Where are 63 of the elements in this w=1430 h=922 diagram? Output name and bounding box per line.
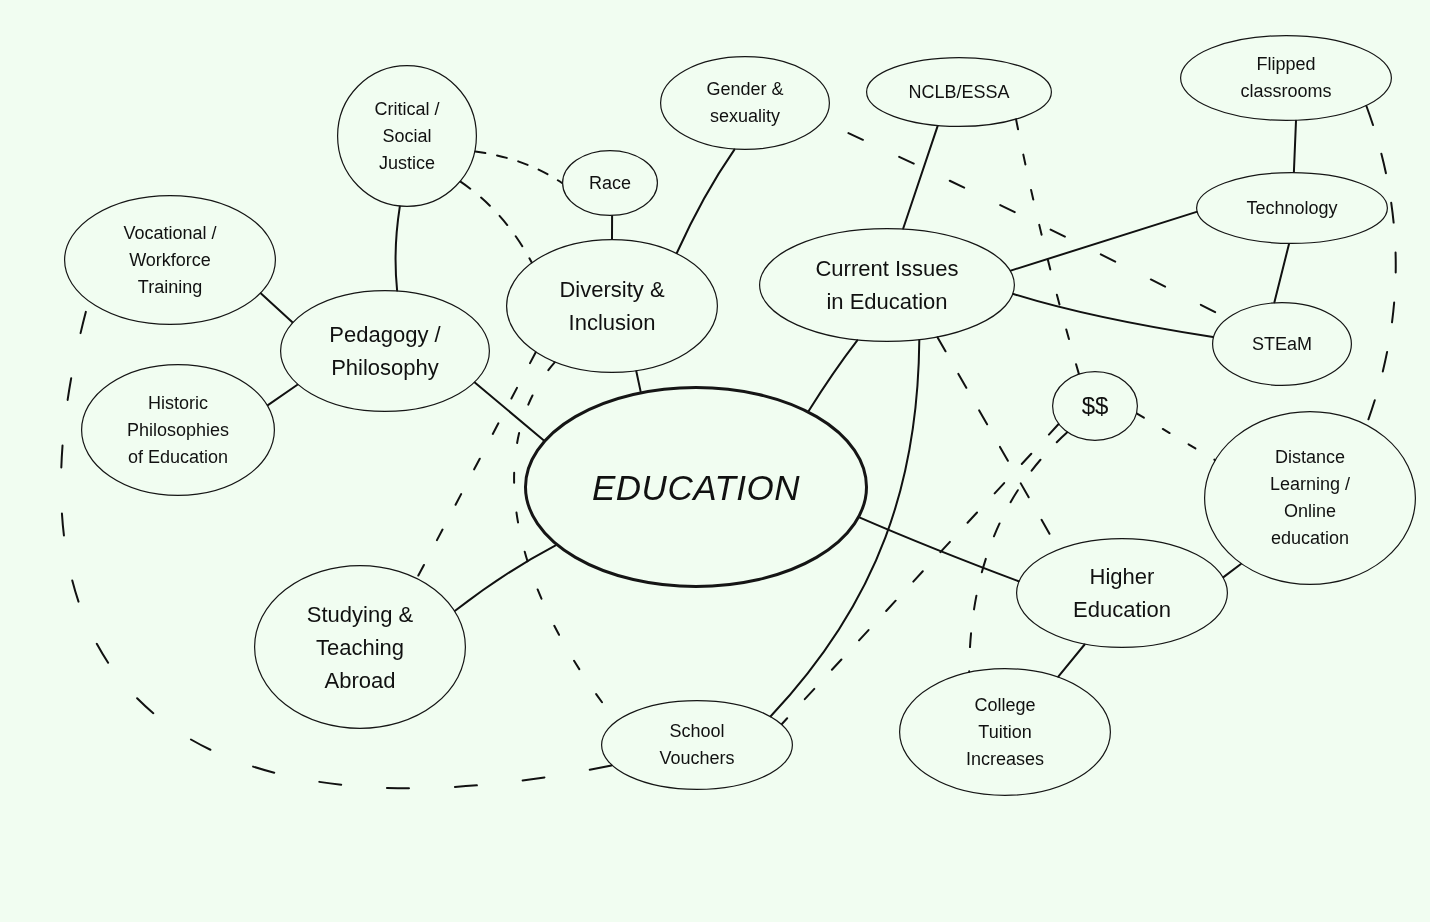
topic-label: Technology [1246, 196, 1338, 220]
topic-ellipse [759, 228, 1015, 342]
connector-line [454, 544, 557, 612]
connector-line [1009, 210, 1198, 272]
topic-label: Historic Philosophies of Education [125, 391, 231, 469]
topic-ellipse [1180, 35, 1392, 121]
connector-line [266, 383, 299, 407]
connector-line [635, 370, 642, 393]
topic-label: Diversity & Inclusion [558, 276, 666, 337]
topic-label: Current Issues in Education [814, 255, 960, 316]
connector-line [260, 292, 294, 324]
topic-ellipse [1052, 371, 1138, 441]
topic-label: Distance Learning / Online education [1268, 446, 1352, 550]
topic-ellipse [899, 668, 1111, 796]
topic-ellipse [1196, 172, 1388, 244]
topic-label: STEaM [1252, 332, 1312, 356]
topic-ellipse [81, 364, 275, 496]
topic-ellipse [280, 290, 490, 412]
dashed-connector [1136, 412, 1216, 461]
topic-ellipse [506, 239, 718, 373]
topic-label: College Tuition Increases [964, 693, 1045, 771]
topic-ellipse [562, 150, 658, 216]
topic-label: Flipped classrooms [1239, 53, 1333, 103]
dashed-connector [474, 150, 563, 184]
topic-label: Pedagogy / Philosophy [328, 321, 442, 382]
connector-line [394, 205, 401, 292]
topic-label: Vocational / Workforce Training [122, 221, 218, 299]
central-topic-label: EDUCATION [592, 466, 800, 509]
connector-line [1057, 643, 1086, 678]
topic-label: Higher Education [1072, 563, 1172, 624]
connector-line [807, 339, 859, 412]
topic-ellipse [254, 565, 466, 729]
topic-label: $$ [1081, 391, 1109, 421]
connector-line [769, 339, 921, 718]
dashed-connector [1015, 118, 1080, 375]
connector-line [858, 516, 1020, 583]
topic-ellipse [601, 700, 793, 790]
connector-line [1012, 293, 1214, 339]
dashed-connector [780, 423, 1060, 725]
topic-ellipse [1204, 411, 1416, 585]
topic-ellipse [337, 65, 477, 207]
connector-line [675, 148, 736, 254]
central-topic-ellipse [524, 386, 868, 588]
connector-line [902, 125, 939, 230]
topic-label: Studying & Teaching Abroad [305, 600, 415, 695]
topic-ellipse [1212, 302, 1352, 386]
dashed-connector [459, 180, 533, 264]
connector-line [473, 381, 545, 442]
topic-ellipse [660, 56, 830, 150]
connector-line [1273, 243, 1290, 304]
topic-label: NCLB/ESSA [908, 80, 1010, 104]
dashed-connector [416, 351, 537, 579]
connector-line [1292, 119, 1297, 173]
topic-ellipse [1016, 538, 1228, 648]
topic-label: Race [589, 171, 631, 195]
topic-label: Critical / Social Justice [373, 97, 441, 175]
connector-line [611, 215, 614, 240]
topic-label: Gender & sexuality [705, 78, 785, 128]
topic-label: School Vouchers [658, 720, 736, 770]
connector-line [1222, 563, 1242, 579]
topic-ellipse [866, 57, 1052, 127]
topic-ellipse [64, 195, 276, 325]
dashed-connector [968, 431, 1068, 673]
